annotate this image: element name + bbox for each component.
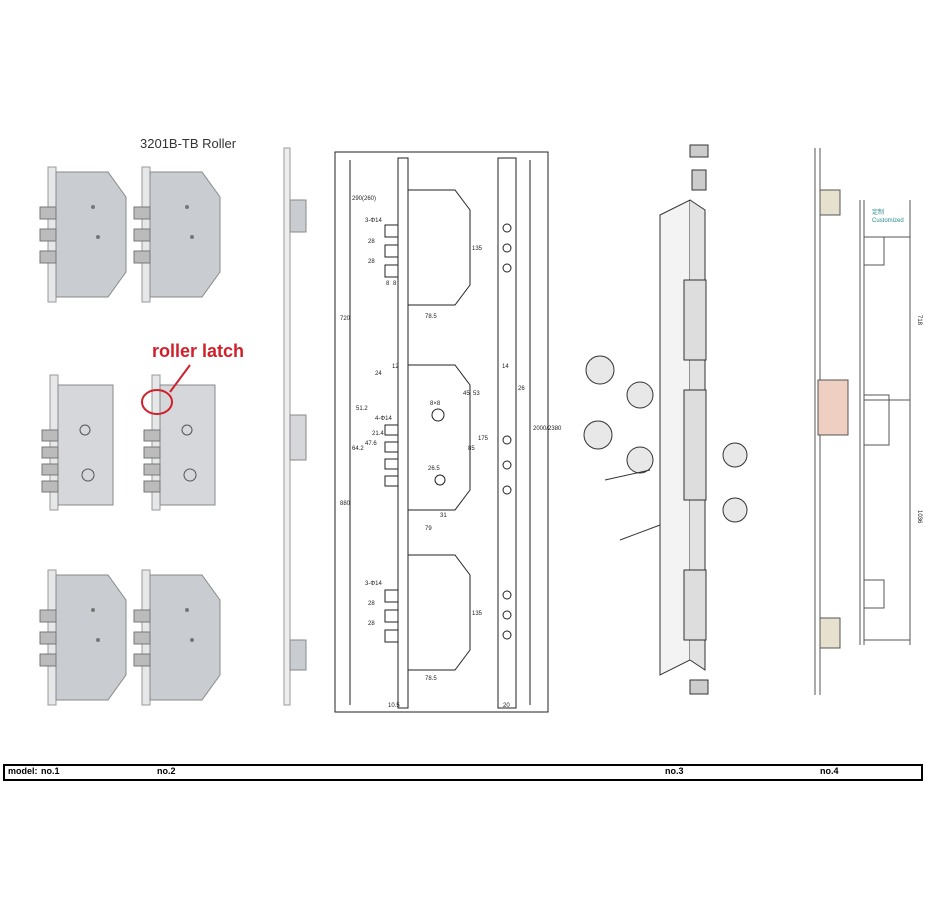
model-no1: no.1 [41, 766, 60, 776]
dim-label: 24 [375, 371, 382, 377]
dim-label: 28 [368, 259, 375, 265]
customized-label: Customized [872, 218, 904, 224]
dim-label: 64.2 [352, 446, 364, 452]
dim-label: 880 [340, 501, 351, 507]
dim-label: 20 [503, 703, 510, 709]
dim-label: 51.2 [356, 406, 368, 412]
roller-latch-callout: roller latch [152, 341, 245, 361]
dim-label: 79 [425, 526, 432, 532]
dim-label: 26 [518, 386, 525, 392]
dim-label: 175 [478, 436, 489, 442]
dim-label: 8×8 [430, 401, 441, 407]
customized-cn-label: 定制 [872, 208, 884, 216]
dim-label: 2000/2380 [533, 426, 562, 432]
lock-photo-4 [143, 374, 216, 511]
dim-label: 290(260) [352, 196, 376, 202]
dim-label: 12 [392, 364, 399, 370]
lock-strip [283, 147, 307, 706]
dim-label: 78.5 [425, 676, 437, 682]
dim-label: 31 [440, 513, 447, 519]
dim-label: 45 [463, 391, 470, 397]
dim-label: 28 [368, 239, 375, 245]
dim-label: 10.5 [388, 703, 400, 709]
model-no4: no.4 [820, 766, 839, 776]
dim-label: 28 [368, 621, 375, 627]
lock-photo-2 [133, 166, 221, 303]
dim-label: 28 [368, 601, 375, 607]
model-no3: no.3 [665, 766, 684, 776]
dim-label: 47.6 [365, 441, 377, 447]
roller-highlight-circle [141, 389, 173, 415]
dim-label: 78.5 [425, 314, 437, 320]
product-title: 3201B-TB Roller [140, 136, 237, 151]
dim-label: 26.5 [428, 466, 440, 472]
dim-label: 8 [393, 281, 397, 287]
exploded-view [583, 144, 748, 695]
dim-label: 3-Φ14 [365, 218, 382, 224]
dim-label: 720 [340, 316, 351, 322]
lock-photo-1 [39, 166, 127, 303]
dim-label: 85 [468, 446, 475, 452]
technical-drawing [334, 151, 549, 713]
side-drawing [814, 148, 911, 695]
model-no2: no.2 [157, 766, 176, 776]
dim-1036: 1036 [916, 510, 922, 524]
dim-label: 135 [472, 611, 483, 617]
model-row: model: no.1 no.2 no.3 no.4 [3, 764, 923, 781]
model-label: model: [8, 766, 38, 776]
dim-label: 21.4 [372, 431, 384, 437]
dim-label: 53 [473, 391, 480, 397]
callout-arrow [169, 364, 191, 393]
dim-label: 8 [386, 281, 390, 287]
dim-label: 135 [472, 246, 483, 252]
dim-label: 3-Φ14 [365, 581, 382, 587]
lock-photo-3 [41, 374, 114, 511]
dim-718: 718 [916, 315, 922, 326]
dim-label: 14 [502, 364, 509, 370]
lock-photo-5 [39, 569, 127, 706]
dim-label: 4-Φ14 [375, 416, 392, 422]
lock-photo-6 [133, 569, 221, 706]
